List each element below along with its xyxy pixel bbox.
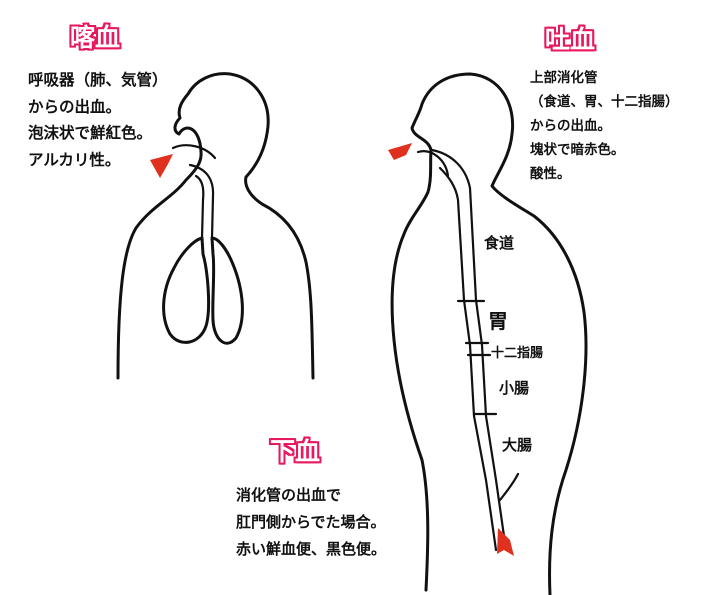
right-lung <box>210 236 244 345</box>
hematochezia-title: 下血 <box>270 437 321 466</box>
hematemesis-description: 上部消化管 （食道、胃、十二指腸） からの出血。 塊状で暗赤色。 酸性。 <box>530 66 679 186</box>
rectum-branch <box>498 472 520 502</box>
hemoptysis-line-2: からの出血。 <box>28 97 122 116</box>
left-lung <box>162 236 211 344</box>
organ-label-small-intestine: 小腸 <box>499 379 530 397</box>
hematochezia-line-1: 消化管の出血で <box>236 486 342 504</box>
organ-label-stomach: 胃 <box>488 309 508 333</box>
left-head-outline <box>173 72 315 380</box>
hematochezia-line-2: 肛門側からでた場合。 <box>236 513 386 531</box>
trachea-outer <box>188 163 215 240</box>
hematochezia-line-3: 赤い鮮血便、黒色便。 <box>236 540 387 558</box>
organ-label-esophagus: 食道 <box>484 234 515 252</box>
hematochezia-blood-mark <box>497 528 514 556</box>
hematemesis-line-2: （食道、胃、十二指腸） <box>530 94 679 110</box>
hematemesis-line-5: 酸性。 <box>530 166 571 182</box>
hematemesis-line-4: 塊状で暗赤色。 <box>530 142 625 158</box>
left-figure-respiratory <box>116 72 315 380</box>
hemoptysis-title: 喀血 <box>70 23 121 52</box>
organ-label-duodenum: 十二指腸 <box>491 346 544 361</box>
hemoptysis-line-3: 泡沫状で鮮紅色。 <box>28 124 153 142</box>
hematochezia-description: 消化管の出血で 肛門側からでた場合。 赤い鮮血便、黒色便。 <box>236 482 386 563</box>
right-head-outline <box>410 72 588 595</box>
mouth-curve <box>416 150 450 178</box>
hemoptysis-line-1: 呼吸器（肺、気管） <box>28 71 168 89</box>
hematemesis-line-3: からの出血。 <box>530 118 611 134</box>
hemoptysis-description: 呼吸器（肺、気管） からの出血。 泡沫状で鮮紅色。 アルカリ性。 <box>28 67 168 173</box>
hematemesis-title: 吐血 <box>545 25 596 54</box>
hematemesis-line-1: 上部消化管 <box>530 70 598 86</box>
hematemesis-blood-mark <box>388 143 412 160</box>
right-figure-digestive <box>388 72 588 595</box>
hemoptysis-blood-mark <box>150 154 173 178</box>
digestive-tract-outer <box>430 148 508 552</box>
trachea-inner <box>194 174 205 240</box>
hemoptysis-line-4: アルカリ性。 <box>28 150 121 169</box>
right-neck-front <box>390 148 433 592</box>
left-throat-curve <box>171 144 217 160</box>
organ-label-large-intestine: 大腸 <box>502 436 533 454</box>
left-neck-front <box>116 150 203 380</box>
digestive-tract-inner <box>438 166 498 552</box>
